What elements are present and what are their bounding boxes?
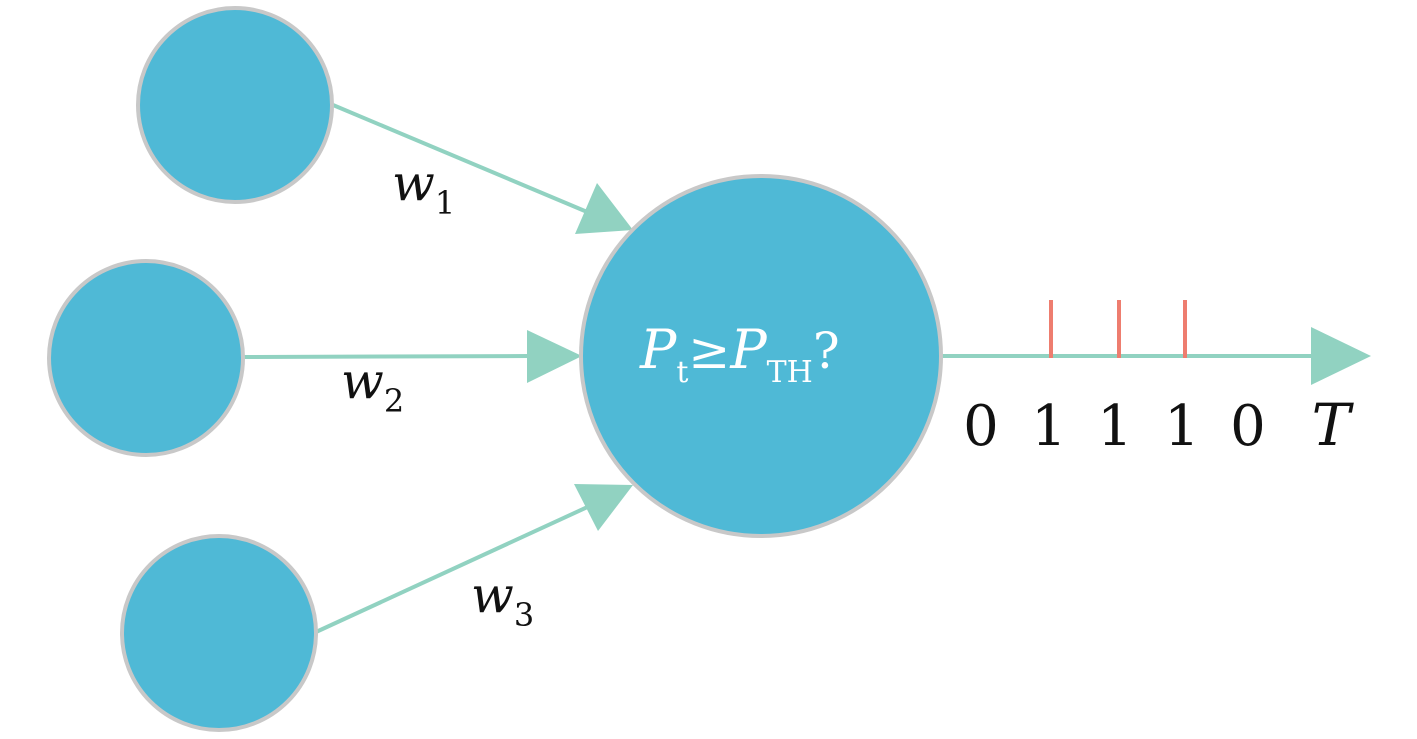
edge-input-2 [242,354,531,359]
spike-bit: 1 [1097,394,1133,459]
output-neuron [579,174,943,538]
edge-arrowhead-2 [527,330,582,383]
input-node-2 [47,259,245,457]
spike-bit: 1 [1164,394,1200,459]
edge-input-3 [315,502,595,634]
edge-arrowhead-3 [574,484,633,531]
spike-bit: 1 [1031,394,1067,459]
weight-label-3: w3 [471,566,534,634]
weight-label-1: w1 [392,154,455,222]
threshold-condition: Pt≥PTH? [639,318,840,390]
input-node-1 [136,6,334,204]
spike-bit: 0 [963,394,999,459]
weight-label-2: w2 [341,352,404,420]
output-arrowhead [1311,327,1371,385]
input-node-3 [120,534,318,732]
spike-bit: 0 [1230,394,1266,459]
time-axis-label: T [1312,391,1355,459]
edge-arrowhead-1 [575,183,633,234]
edge-input-1 [332,103,593,216]
